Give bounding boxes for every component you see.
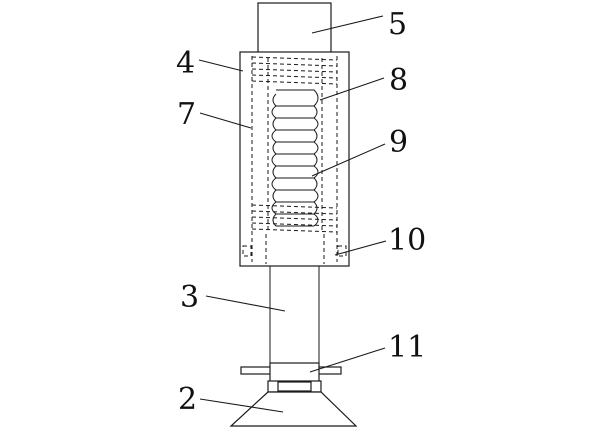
lower-thread-hidden-lines — [251, 204, 338, 233]
callout-9: 9 — [389, 125, 408, 160]
bottom-stop — [242, 234, 347, 264]
callout-5: 5 — [388, 7, 407, 42]
callout-3: 3 — [180, 280, 199, 315]
base-cone — [229, 391, 358, 427]
support-plate — [240, 362, 342, 384]
inner-bore-hidden-lines — [251, 56, 338, 262]
leader-lines — [198, 15, 387, 413]
callout-2: 2 — [178, 382, 197, 417]
upper-thread-hidden-lines — [251, 56, 338, 85]
base-connector — [267, 380, 322, 393]
spring — [271, 89, 319, 227]
callout-10: 10 — [388, 223, 426, 258]
callout-7: 7 — [177, 97, 196, 132]
callout-4: 4 — [176, 46, 195, 81]
callout-11: 11 — [388, 330, 426, 365]
callout-8: 8 — [389, 63, 408, 98]
